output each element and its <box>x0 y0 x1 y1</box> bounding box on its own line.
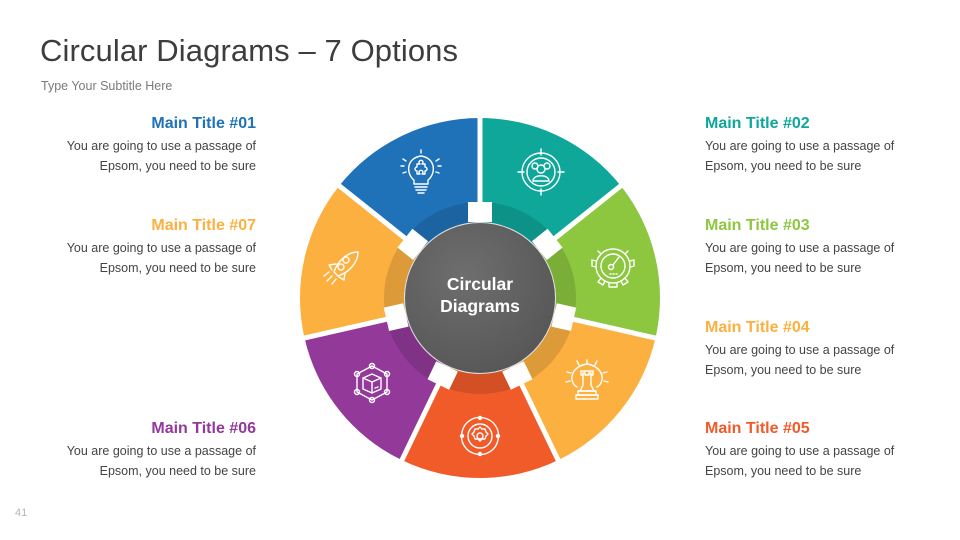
item-07-text: Main Title #07 You are going to use a pa… <box>16 216 256 278</box>
segment-04 <box>512 314 656 461</box>
page-title: Circular Diagrams – 7 Options <box>40 33 459 68</box>
page-subtitle: Type Your Subtitle Here <box>41 79 173 93</box>
item-03-desc-line2: Epsom, you need to be sure <box>705 261 862 275</box>
chess-rook-gear-icon <box>565 359 609 400</box>
item-05-title: Main Title #05 <box>705 420 810 437</box>
item-06-title: Main Title #06 <box>151 420 256 437</box>
segment-07 <box>299 185 421 339</box>
rocket-icon <box>323 251 359 285</box>
item-07-desc-line1: You are going to use a passage of <box>66 241 256 255</box>
center-label-line1: Circular <box>446 274 514 294</box>
item-02-desc-line2: Epsom, you need to be sure <box>705 159 862 173</box>
item-05-desc-line2: Epsom, you need to be sure <box>705 464 862 478</box>
item-02-desc-line1: You are going to use a passage of <box>705 139 895 153</box>
segment-03 <box>539 185 660 339</box>
center-label: Circular Diagrams <box>405 273 555 317</box>
item-03-desc-line1: You are going to use a passage of <box>705 241 895 255</box>
segment-notch <box>468 202 492 222</box>
item-04-title: Main Title #04 <box>705 319 810 336</box>
segment-notch <box>397 228 429 260</box>
segment-notch <box>551 303 577 332</box>
center-label-line2: Diagrams <box>440 296 520 316</box>
segment-05 <box>401 366 559 479</box>
lightbulb-puzzle-icon <box>400 149 442 194</box>
item-04-text: Main Title #04 You are going to use a pa… <box>705 318 945 380</box>
item-04-desc-line2: Epsom, you need to be sure <box>705 363 862 377</box>
segment-notch <box>427 361 458 390</box>
item-03-title: Main Title #03 <box>705 217 810 234</box>
item-05-desc-line1: You are going to use a passage of <box>705 444 895 458</box>
team-target-icon <box>517 148 565 196</box>
item-06-desc-line1: You are going to use a passage of <box>66 444 256 458</box>
item-07-desc-line2: Epsom, you need to be sure <box>99 261 256 275</box>
item-01-desc-line1: You are going to use a passage of <box>66 139 256 153</box>
page-number: 41 <box>15 507 28 519</box>
item-06-desc-line2: Epsom, you need to be sure <box>99 464 256 478</box>
segment-01 <box>339 118 480 251</box>
item-04-desc-line1: You are going to use a passage of <box>705 343 895 357</box>
item-03-text: Main Title #03 You are going to use a pa… <box>705 216 945 278</box>
item-02-title: Main Title #02 <box>705 115 810 132</box>
segment-notch <box>383 303 409 332</box>
box-network-icon <box>353 362 391 404</box>
item-07-title: Main Title #07 <box>151 217 256 234</box>
segment-notches <box>383 202 577 390</box>
item-02-text: Main Title #02 You are going to use a pa… <box>705 114 945 176</box>
gauge-gear-icon <box>591 248 635 288</box>
item-01-text: Main Title #01 You are going to use a pa… <box>16 114 256 176</box>
center-circle <box>405 223 555 373</box>
segment-notch <box>502 361 533 390</box>
segment-02 <box>480 118 621 251</box>
segment-notch <box>531 228 563 260</box>
item-06-text: Main Title #06 You are going to use a pa… <box>16 419 256 481</box>
item-01-desc-line2: Epsom, you need to be sure <box>99 159 256 173</box>
item-05-text: Main Title #05 You are going to use a pa… <box>705 419 945 481</box>
item-01-title: Main Title #01 <box>151 115 256 132</box>
gear-cycle-icon <box>459 415 501 457</box>
